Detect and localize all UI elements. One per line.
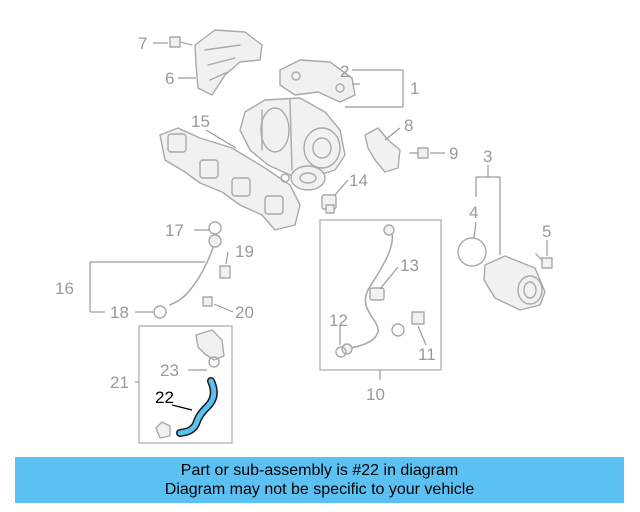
washer-12-part[interactable] <box>335 346 347 358</box>
info-banner: Part or sub-assembly is #22 in diagram D… <box>15 457 624 503</box>
clamp-13-part[interactable] <box>369 287 385 301</box>
callout-19: 19 <box>235 242 254 261</box>
oil-return-pipe-part[interactable] <box>169 244 215 306</box>
callout-7: 7 <box>138 34 147 53</box>
fitting-14-part[interactable] <box>321 194 337 214</box>
callout-2: 2 <box>340 62 349 81</box>
banner-line-1: Part or sub-assembly is #22 in diagram <box>180 462 459 479</box>
callout-18: 18 <box>110 303 129 322</box>
callout-17: 17 <box>165 221 184 240</box>
clamp-part[interactable] <box>155 421 171 439</box>
callout-14: 14 <box>349 171 368 190</box>
bolt-5-part[interactable] <box>535 253 553 269</box>
parts-diagram: 1 2 3 4 5 6 7 8 9 10 11 12 13 14 15 16 1… <box>55 29 553 444</box>
bolt-9-part[interactable] <box>409 147 429 159</box>
group-box-21 <box>138 325 233 444</box>
callout-6: 6 <box>165 69 174 88</box>
callout-20: 20 <box>235 303 254 322</box>
callout-4: 4 <box>469 203 478 222</box>
converter-3-part[interactable] <box>483 255 546 311</box>
callout-5: 5 <box>542 222 551 241</box>
bolt-11-part[interactable] <box>391 311 425 337</box>
bracket-8-part[interactable] <box>364 127 401 173</box>
bolt-7-part[interactable] <box>169 36 193 48</box>
callout-11: 11 <box>418 345 436 364</box>
gasket-4-part[interactable] <box>457 237 487 267</box>
callout-1: 1 <box>410 79 419 98</box>
callout-15: 15 <box>191 112 210 131</box>
bracket-2-part[interactable] <box>279 59 356 103</box>
gasket-17-part[interactable] <box>208 221 222 235</box>
callout-21: 21 <box>110 373 129 392</box>
bolt-20-part[interactable] <box>202 296 213 307</box>
turbocharger-part[interactable] <box>239 97 346 191</box>
callout-23: 23 <box>160 361 179 380</box>
leader-lines <box>89 42 548 411</box>
heat-shield-part[interactable] <box>194 29 263 96</box>
callout-12: 12 <box>329 311 348 330</box>
callout-16: 16 <box>55 279 74 298</box>
callout-8: 8 <box>404 116 413 135</box>
bracket-23-part[interactable] <box>195 329 225 361</box>
callout-13: 13 <box>400 256 419 275</box>
banner-line-2: Diagram may not be specific to your vehi… <box>164 481 475 498</box>
gasket-18-part[interactable] <box>153 305 167 319</box>
callout-9: 9 <box>449 144 458 163</box>
callout-10: 10 <box>366 385 385 404</box>
callout-3: 3 <box>483 147 492 166</box>
callout-22-highlighted: 22 <box>155 388 174 407</box>
fitting-19-part[interactable] <box>219 265 231 279</box>
